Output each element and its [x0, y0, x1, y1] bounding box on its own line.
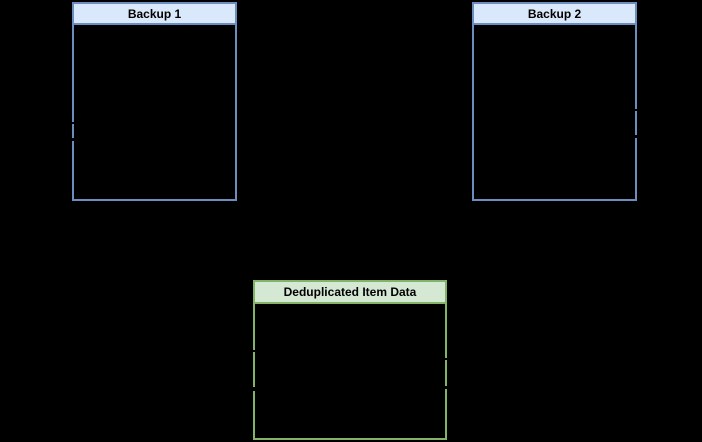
- backup-1-header: Backup 1: [74, 4, 235, 25]
- deduplicated-item-data-body: [255, 304, 445, 438]
- backup-2-body: [474, 25, 635, 199]
- connector-tick: [441, 358, 450, 360]
- connector-tick: [441, 386, 450, 389]
- backup-2-header: Backup 2: [474, 4, 635, 25]
- backup-2-title: Backup 2: [527, 6, 582, 21]
- backup-2-box: Backup 2: [472, 2, 637, 201]
- backup-1-body: [74, 25, 235, 199]
- connector-tick: [69, 138, 78, 141]
- backup-1-title: Backup 1: [127, 6, 182, 21]
- connector-tick: [69, 122, 78, 124]
- connector-tick: [630, 109, 639, 111]
- backup-1-box: Backup 1: [72, 2, 237, 201]
- connector-tick: [249, 387, 258, 391]
- connector-tick: [249, 350, 258, 352]
- deduplicated-item-data-box: Deduplicated Item Data: [253, 280, 447, 440]
- connector-tick: [630, 135, 639, 138]
- deduplicated-item-data-header: Deduplicated Item Data: [255, 282, 445, 304]
- deduplicated-item-data-title: Deduplicated Item Data: [283, 285, 417, 299]
